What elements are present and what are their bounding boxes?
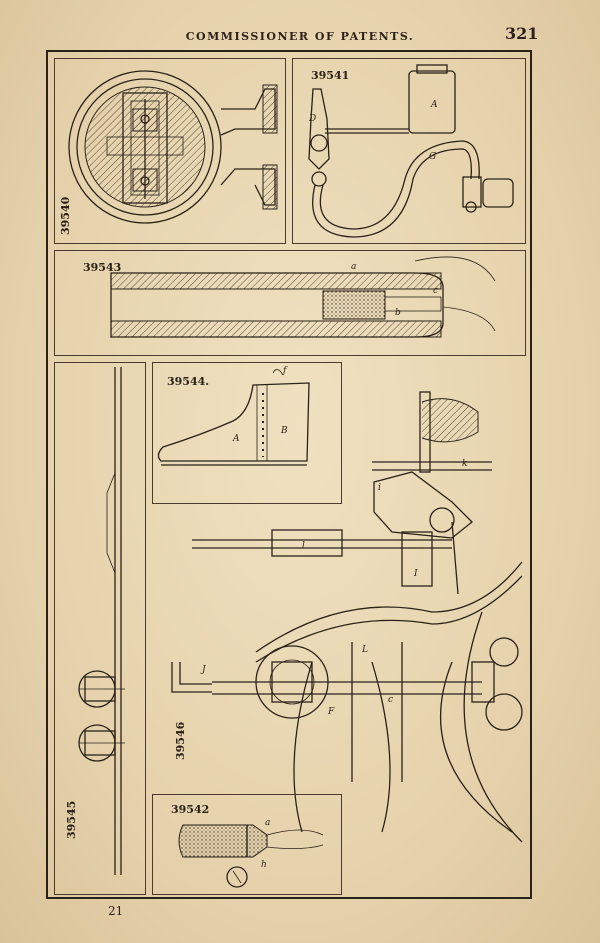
letter-A: A (232, 434, 240, 444)
figure-number-39543: 39543 (83, 261, 122, 274)
page-number: 321 (505, 24, 539, 43)
letter-L: L (361, 645, 368, 655)
letter-h: h (261, 860, 267, 870)
letter-c: c (388, 695, 393, 705)
letter-a: a (351, 262, 356, 272)
letter-A: A (430, 100, 438, 110)
figure-panel-39541: 39541 A D G (292, 58, 526, 244)
hydrant-machine-drawing: L J F c I i k l (171, 391, 523, 843)
letter-F: F (327, 707, 335, 717)
figure-number-39541: 39541 (311, 69, 350, 82)
page-header-title: COMMISSIONER OF PATENTS. (185, 30, 415, 43)
letter-i: i (378, 483, 381, 493)
letter-l: l (302, 541, 305, 551)
letter-I: I (413, 569, 418, 579)
letter-J: J (200, 665, 207, 675)
letter-c: c (433, 286, 438, 296)
figure-panel-39545: 39545 (54, 362, 146, 895)
figure-number-39544: 39544. (167, 375, 210, 388)
letter-D: D (308, 114, 316, 124)
figure-panel-39546: L J F c I i k l 39546 (152, 362, 526, 895)
letter-k: k (462, 459, 467, 469)
figure-panel-39544: 39544. A B f (152, 362, 342, 504)
bar-fastener-drawing (78, 367, 125, 875)
patent-drawings-plate: 39540 39541 A D G 39543 (46, 50, 532, 899)
letter-B: B (280, 426, 288, 436)
apparatus-drawing: A D G (308, 64, 514, 238)
figure-panel-39542: 39542 a h (152, 794, 342, 895)
valve-cross-section-drawing (68, 70, 278, 224)
cartridge-section-drawing: a b c (110, 256, 496, 338)
figure-panel-39540: 39540 (54, 58, 286, 244)
signature-mark: 21 (108, 904, 124, 918)
letter-a: a (265, 818, 270, 828)
figure-number-39540: 39540 (59, 196, 72, 235)
cartridge-drawing: a h (178, 818, 324, 888)
figure-number-39545: 39545 (65, 800, 78, 839)
figure-number-39542: 39542 (171, 803, 210, 816)
figure-panel-39543: 39543 a b c (54, 250, 526, 356)
letter-f: f (282, 366, 288, 376)
figure-number-39546: 39546 (174, 721, 187, 760)
letter-b: b (395, 308, 401, 318)
letter-G: G (429, 152, 436, 162)
boot-drawing: A B f (157, 366, 310, 466)
